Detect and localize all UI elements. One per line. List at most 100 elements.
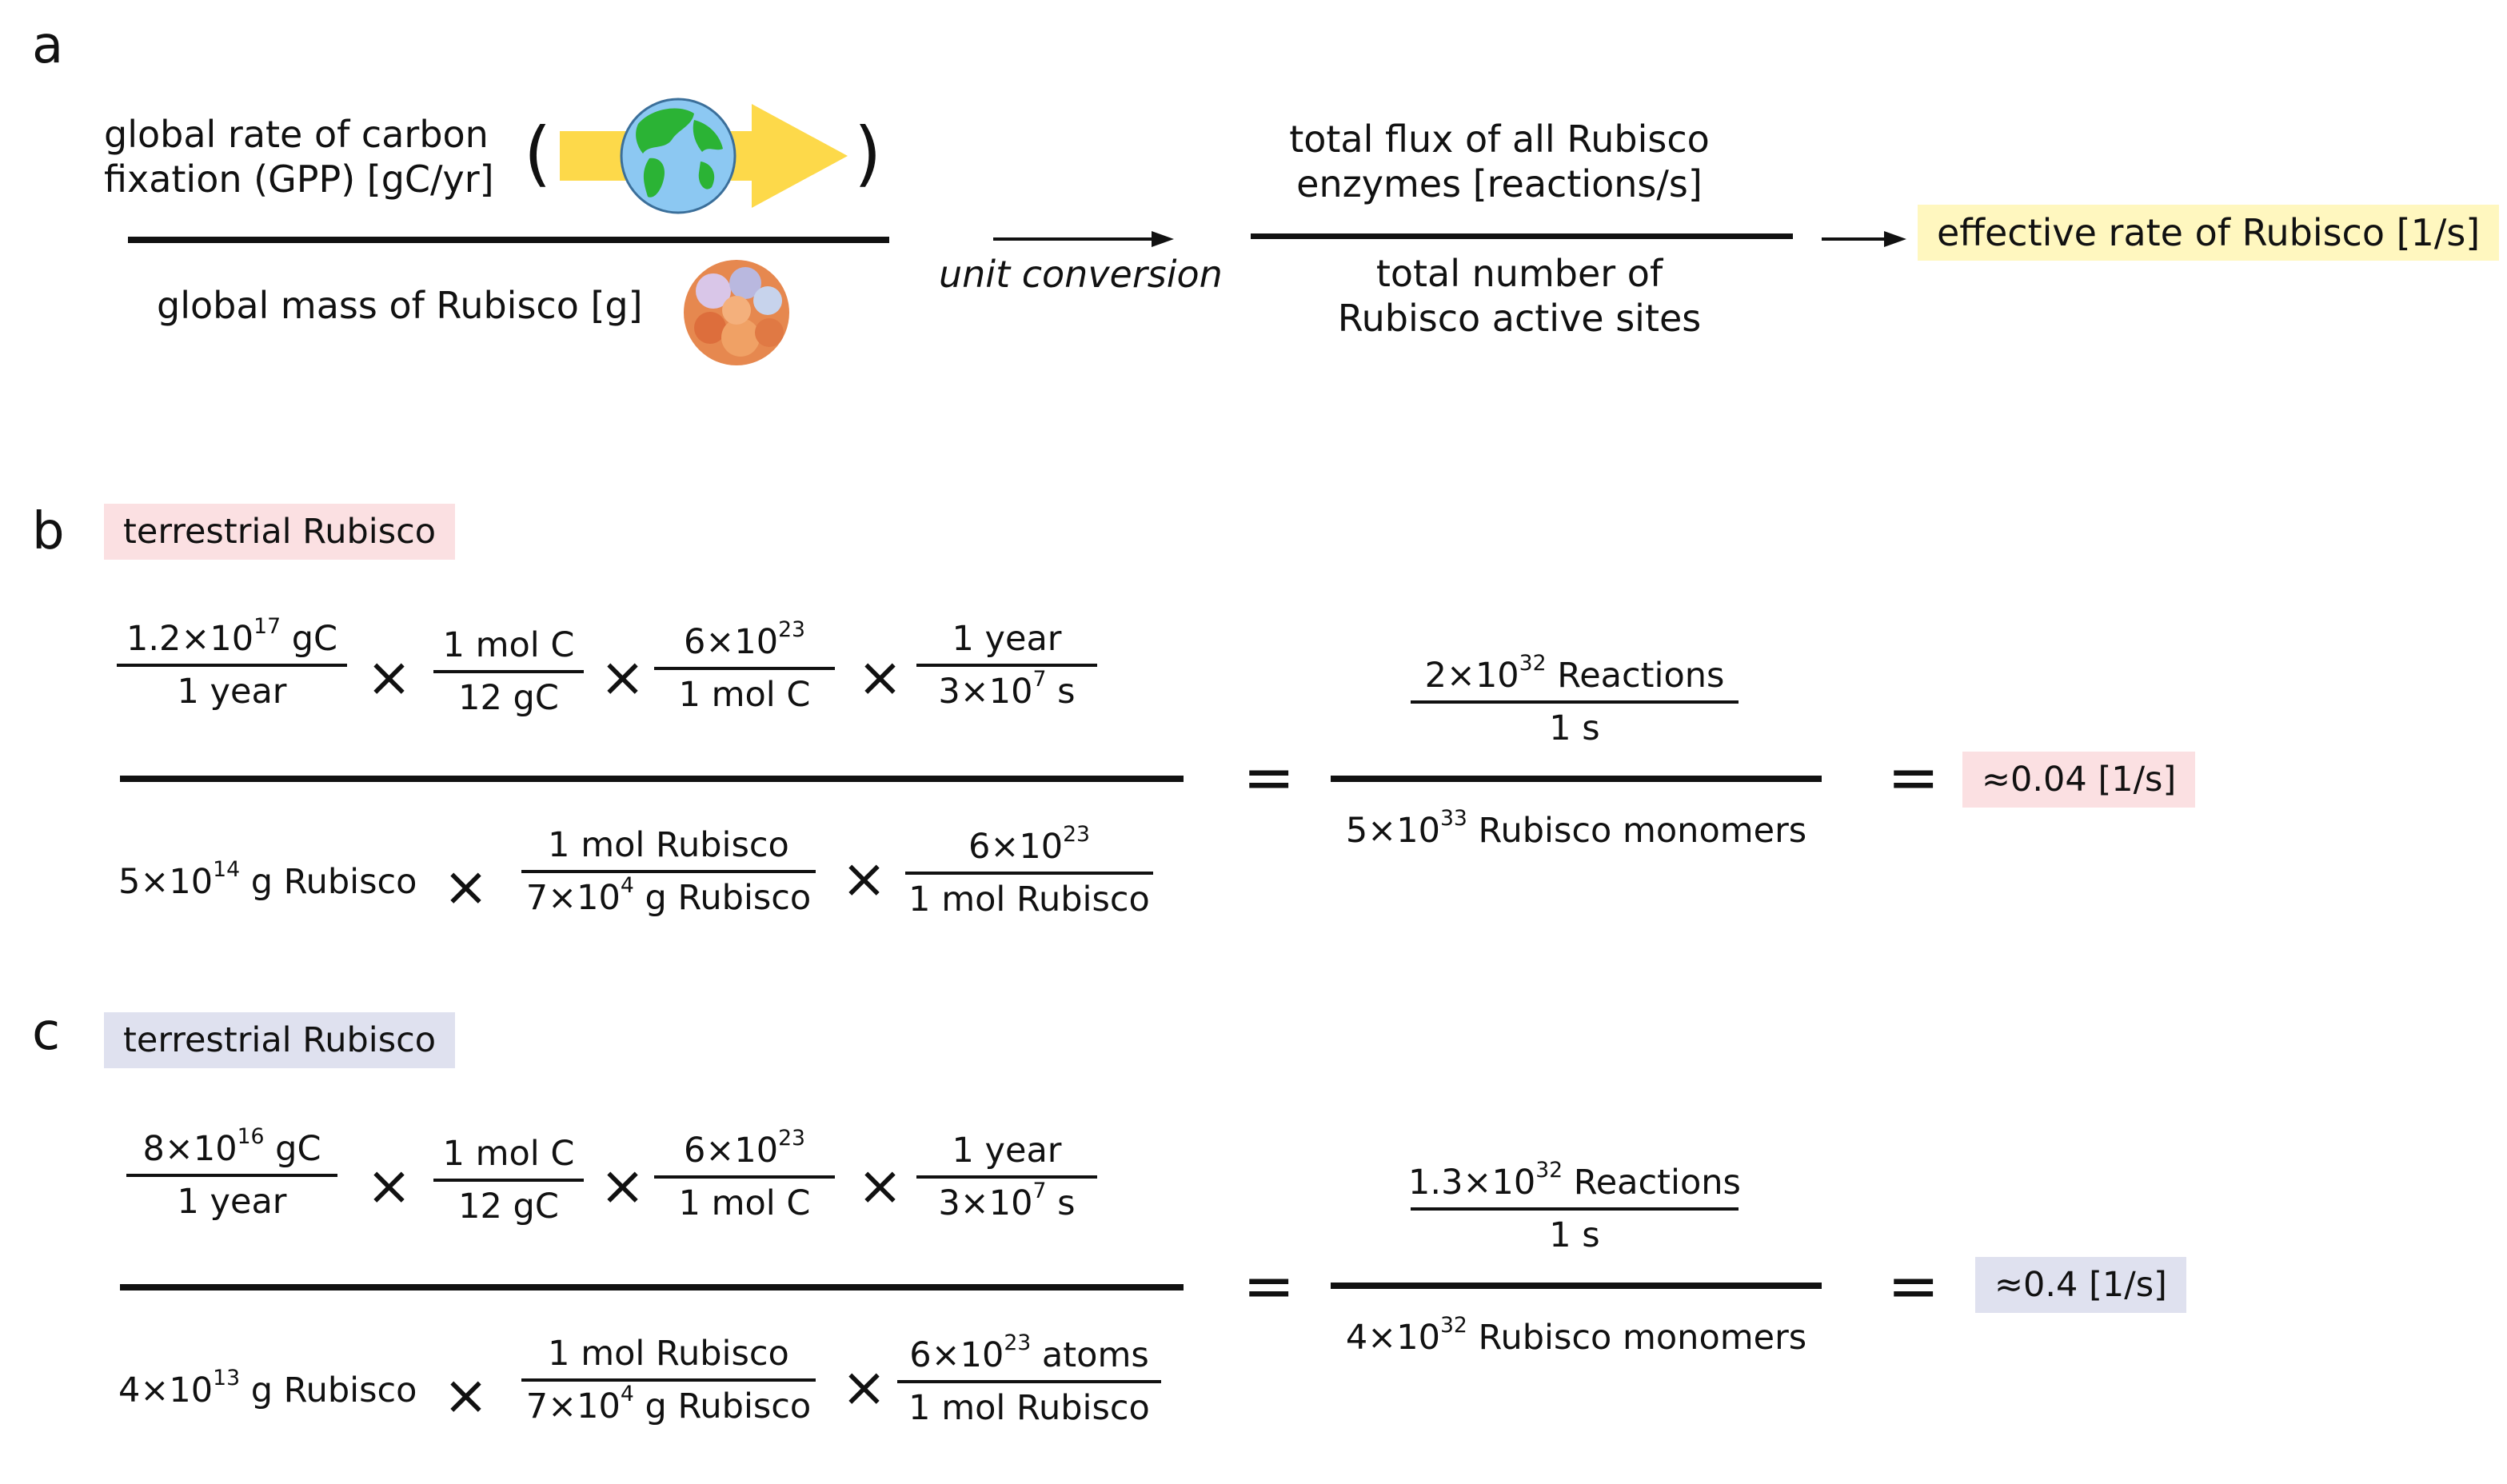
c-den-2-top: 6×1023 atoms [909, 1330, 1149, 1375]
b-den-2-bottom: 1 mol Rubisco [908, 880, 1150, 920]
effective-rate-badge: effective rate of Rubisco [1/s] [1918, 205, 2500, 261]
times-sign: × [841, 1356, 887, 1419]
b-mid-bottom: 1 s [1549, 708, 1600, 748]
c-den-fraction-2: 6×1023 atoms 1 mol Rubisco [897, 1330, 1161, 1428]
c-mid-top: 1.3×1032 Reactions [1408, 1158, 1741, 1203]
panel-a-fraction-bar-left [128, 237, 889, 243]
b-num-1-top: 1.2×1017 gC [126, 614, 338, 659]
b-den-fraction-2: 6×1023 1 mol Rubisco [905, 822, 1153, 920]
fraction-bar [916, 1175, 1097, 1179]
b-num-3-top: 6×1023 [683, 617, 806, 662]
c-num-2-top: 1 mol C [442, 1134, 575, 1174]
fraction-bar [433, 1179, 584, 1182]
b-mid-top: 2×1032 Reactions [1424, 651, 1725, 696]
gpp-label-line2: fixation (GPP) [gC/yr] [104, 158, 494, 201]
c-den-1-bottom: 7×104 g Rubisco [525, 1382, 812, 1426]
fraction-bar [433, 670, 584, 673]
c-den-2-bottom: 1 mol Rubisco [908, 1388, 1150, 1428]
fraction-bar [654, 667, 835, 670]
b-main-fraction-bar [120, 776, 1184, 782]
unit-conversion-label: unit conversion [939, 253, 1223, 296]
c-den-1-top: 1 mol Rubisco [548, 1334, 789, 1374]
fraction-bar [1411, 700, 1739, 704]
equals-sign: = [1887, 1251, 1940, 1322]
panel-b-label: b [32, 502, 65, 561]
b-mid-den: 5×1033 Rubisco monomers [1345, 806, 1807, 851]
gpp-label: global rate of carbon fixation (GPP) [gC… [104, 112, 494, 201]
rubisco-mass-label: global mass of Rubisco [g] [157, 284, 643, 327]
c-mid-main-bar [1331, 1283, 1822, 1289]
equals-sign: = [1243, 742, 1295, 814]
b-den-1-bottom: 7×104 g Rubisco [525, 873, 812, 918]
c-num-3-bottom: 1 mol C [678, 1183, 811, 1223]
b-mid-fraction: 2×1032 Reactions 1 s [1411, 651, 1739, 748]
fraction-bar [126, 1174, 337, 1177]
b-num-2-top: 1 mol C [442, 625, 575, 665]
rubisco-protein-icon [684, 260, 789, 365]
b-den-1-top: 1 mol Rubisco [548, 825, 789, 865]
active-sites-line1: total number of [1375, 252, 1663, 295]
c-num-fraction-3: 6×1023 1 mol C [654, 1126, 835, 1223]
times-sign: × [366, 646, 412, 709]
b-mid-main-bar [1331, 776, 1822, 782]
rubisco-flux-line1: total flux of all Rubisco [1289, 118, 1710, 161]
b-num-fraction-3: 6×1023 1 mol C [654, 617, 835, 715]
fraction-bar [897, 1380, 1161, 1383]
fraction-bar [916, 664, 1097, 667]
panel-b-title: terrestrial Rubisco [104, 504, 456, 560]
c-num-fraction-2: 1 mol C 12 gC [433, 1134, 584, 1227]
fraction-bar [117, 664, 347, 667]
times-sign: × [857, 1155, 903, 1218]
c-num-1-bottom: 1 year [177, 1182, 287, 1222]
b-num-3-bottom: 1 mol C [678, 675, 811, 715]
b-num-fraction-1: 1.2×1017 gC 1 year [117, 614, 347, 712]
c-num-4-bottom: 3×107 s [938, 1179, 1076, 1223]
earth-carbon-fixation-icon [560, 98, 848, 214]
c-den-mass: 4×1013 g Rubisco [118, 1366, 417, 1410]
b-den-2-top: 6×1023 [968, 822, 1091, 867]
panel-c-label: c [32, 1003, 61, 1062]
fraction-bar [905, 872, 1153, 875]
c-main-fraction-bar [120, 1284, 1184, 1291]
fraction-bar [521, 870, 816, 873]
c-num-fraction-4: 1 year 3×107 s [916, 1131, 1097, 1223]
times-sign: × [443, 1364, 489, 1427]
active-sites-label: total number of Rubisco active sites [1267, 251, 1771, 341]
rubisco-flux-label: total flux of all Rubisco enzymes [react… [1248, 117, 1751, 206]
c-result-badge: ≈0.4 [1/s] [1975, 1257, 2186, 1313]
panel-a-label: a [32, 16, 64, 75]
c-den-fraction-1: 1 mol Rubisco 7×104 g Rubisco [521, 1334, 816, 1426]
c-mid-bottom: 1 s [1549, 1215, 1600, 1255]
c-mid-fraction: 1.3×1032 Reactions 1 s [1395, 1158, 1755, 1255]
times-sign: × [600, 646, 645, 709]
equals-sign: = [1887, 742, 1940, 814]
fraction-bar [654, 1175, 835, 1179]
c-num-4-top: 1 year [952, 1131, 1062, 1171]
b-result-badge: ≈0.04 [1/s] [1962, 752, 2196, 808]
fraction-bar [521, 1378, 816, 1382]
c-num-1-top: 8×1016 gC [142, 1124, 321, 1169]
b-num-4-top: 1 year [952, 619, 1062, 659]
active-sites-line2: Rubisco active sites [1337, 297, 1702, 340]
earth-icon [620, 98, 737, 214]
result-arrow [1822, 231, 1906, 247]
c-mid-den: 4×1032 Rubisco monomers [1345, 1313, 1807, 1358]
gpp-label-line1: global rate of carbon [104, 113, 489, 156]
times-sign: × [443, 856, 489, 919]
b-num-1-bottom: 1 year [177, 672, 287, 712]
b-den-mass: 5×1014 g Rubisco [118, 857, 417, 902]
close-parenthesis: ) [854, 112, 882, 194]
equals-sign: = [1243, 1251, 1295, 1322]
b-num-2-bottom: 12 gC [458, 678, 559, 718]
times-sign: × [366, 1155, 412, 1218]
b-num-4-bottom: 3×107 s [938, 667, 1076, 712]
open-parenthesis: ( [524, 112, 552, 194]
b-num-fraction-4: 1 year 3×107 s [916, 619, 1097, 712]
panel-a-fraction-bar-right [1251, 233, 1793, 239]
unit-conversion-arrow [993, 231, 1174, 247]
c-num-fraction-1: 8×1016 gC 1 year [126, 1124, 337, 1222]
times-sign: × [841, 848, 887, 911]
c-num-3-top: 6×1023 [683, 1126, 806, 1171]
b-den-fraction-1: 1 mol Rubisco 7×104 g Rubisco [521, 825, 816, 918]
rubisco-flux-line2: enzymes [reactions/s] [1296, 162, 1703, 205]
